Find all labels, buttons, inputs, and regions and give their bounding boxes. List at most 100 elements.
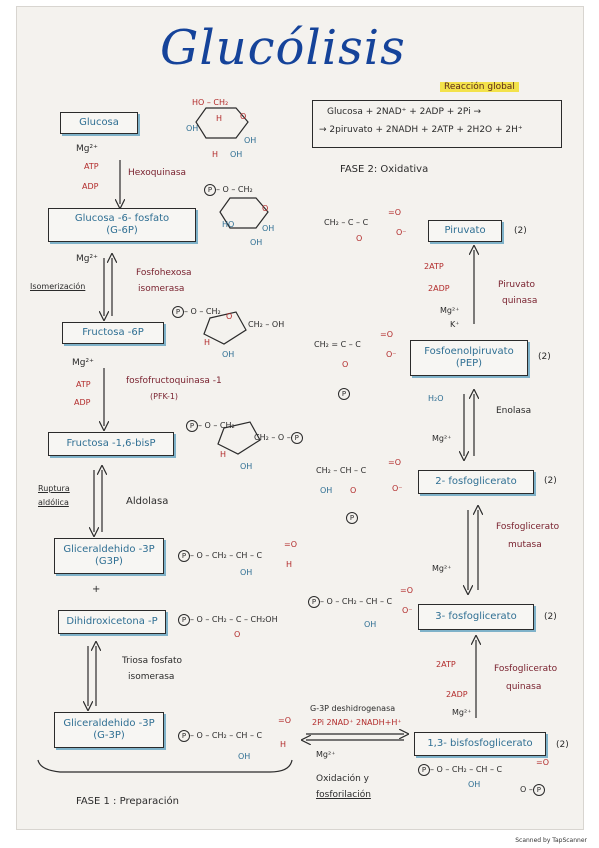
struct-text: – O – CH₂ – CH – C [190,731,263,740]
annotation-isomerizacion: Isomerización [30,282,86,291]
metabolite-label: 3- fosfoglicerato [435,611,517,622]
phosphate-icon: P [186,420,198,432]
plus-sign: + [92,584,101,595]
metabolite-dihidroxicetona-p: Dihidroxicetona -P [58,610,166,634]
metabolite-label: Fructosa -1,6-bisP [66,438,156,449]
f6p-oh: OH [222,350,235,359]
g3pdh-cofactors: 2Pi 2NAD⁺ 2NADH+H⁺ [312,718,402,727]
cofactor-h2o: H₂O [428,394,444,403]
global-reaction-label: Reacción global [440,82,519,92]
metabolite-label: Glucosa [79,117,119,128]
enzyme-triosa-isomerasa: isomerasa [128,672,175,682]
f6p-phosphate: P– O – CH₂ [172,306,221,318]
notebook-page [16,6,584,830]
glucose-ho-ch2: HO – CH₂ [192,98,229,107]
bpg-o-p: O –P [520,784,545,796]
g3p-o: =O [284,540,297,549]
pep-o: O [342,360,349,369]
pg3-oh: OH [364,620,377,629]
stoich-2: (2) [538,352,551,362]
g6p-ring-o: O [262,204,269,213]
annotation-aldolica: aldólica [38,498,69,507]
annotation-fosforilacion: fosforilación [316,790,371,800]
enzyme-isomerasa: isomerasa [138,284,185,294]
global-reaction-line1: Glucosa + 2NAD⁺ + 2ADP + 2Pi → [327,107,482,117]
cofactor-atp: ATP [84,162,99,171]
enzyme-fosfohexosa: Fosfohexosa [136,268,192,278]
cofactor-2atp: 2ATP [436,660,456,669]
struct-text: – O – CH₂ – C – CH₂OH [190,615,278,624]
page-title: Glucólisis [160,20,406,76]
phase1-bracket [37,759,293,773]
metabolite-glucosa-6-fosfato: Glucosa -6- fosfato (G-6P) [48,208,196,242]
glucose-h: H [216,114,223,123]
metabolite-label: Gliceraldehido -3P [63,544,155,555]
metabolite-label: Dihidroxicetona -P [66,616,158,627]
metabolite-abbrev: (PEP) [455,358,483,369]
metabolite-glucosa: Glucosa [60,112,138,134]
cofactor-mg: Mg²⁺ [316,750,336,759]
bpg-oh: OH [468,780,481,789]
f16bp-oh: OH [240,462,253,471]
phosphate-icon: P [338,388,350,400]
metabolite-label: Fructosa -6P [82,327,144,338]
cofactor-mg: Mg²⁺ [432,434,452,443]
cofactor-mg: Mg²⁺ [440,306,460,315]
g3p-oh: OH [240,568,253,577]
metabolite-g3p: Gliceraldehido -3P (G3P) [54,538,164,574]
bpg-structure: P– O – CH₂ – CH – C [418,764,502,776]
enzyme-triosa-fosfato: Triosa fosfato [122,656,183,666]
glucose-ring [195,107,249,139]
phosphate-icon: P [290,432,303,444]
metabolite-label: Glucosa -6- fosfato [74,213,170,224]
cofactor-mg: Mg²⁺ [452,708,472,717]
enzyme-quinasa: quinasa [506,682,542,692]
metabolite-abbrev: (G3P) [95,556,123,567]
g6p-phosphate: P– O – CH₂ [204,184,253,196]
annotation-ruptura: Ruptura [38,484,70,493]
pyruvate-o-minus: O⁻ [396,228,407,237]
enzyme-piruvato: Piruvato [498,280,536,290]
glucose-h: H [212,150,219,159]
pyruvate-keto-o: O [356,234,363,243]
f6p-ring-o: O [226,312,233,321]
metabolite-label: 2- fosfoglicerato [435,476,517,487]
stoich-2: (2) [544,612,557,622]
cofactor-k: K⁺ [450,320,460,329]
phosphate-icon: P [308,596,320,608]
g3p-bottom-o: =O [278,716,291,725]
metabolite-13-bisfosfoglicerato: 1,3- bisfosfoglicerato [414,732,546,756]
cofactor-mg: Mg²⁺ [432,564,452,573]
stoich-2: (2) [514,226,527,236]
phosphate-icon: P [178,614,190,626]
f16bp-ring [217,421,261,455]
cofactor-atp: ATP [76,380,91,389]
f6p-ring [203,311,247,345]
phase1-label: FASE 1 : Preparación [76,796,179,807]
enzyme-enolasa: Enolasa [496,406,532,416]
phosphate-icon: P [418,764,430,776]
dhap-o: O [234,630,241,639]
f6p-h: H [204,338,211,347]
g3p-bottom-h: H [280,740,287,749]
bpg-o: =O [536,758,549,767]
metabolite-g3p-bottom: Gliceraldehido -3P (G-3P) [54,712,164,748]
pg3-structure: P– O – CH₂ – CH – C [308,596,392,608]
pep-o: =O [380,330,393,339]
metabolite-label: 1,3- bisfosfoglicerato [427,738,533,749]
cofactor-mg: Mg²⁺ [72,358,94,368]
struct-text: – O – CH₂ [198,421,235,430]
struct-text: – O – CH₂ – CH – C [190,551,263,560]
g3p-structure: P– O – CH₂ – CH – C [178,550,262,562]
metabolite-3-fosfoglicerato: 3- fosfoglicerato [418,604,534,630]
enzyme-quinasa: quinasa [502,296,538,306]
enzyme-hexoquinasa: Hexoquinasa [128,168,187,178]
phosphate-icon: P [346,512,358,524]
stoich-2: (2) [556,740,569,750]
metabolite-label: Gliceraldehido -3P [63,718,155,729]
pep-structure: CH₂ = C – C [314,340,361,349]
f16bp-ch2-o-p: CH₂ – O –P [254,432,303,444]
dhap-structure: P– O – CH₂ – C – CH₂OH [178,614,278,626]
pg2-o: O [350,486,357,495]
